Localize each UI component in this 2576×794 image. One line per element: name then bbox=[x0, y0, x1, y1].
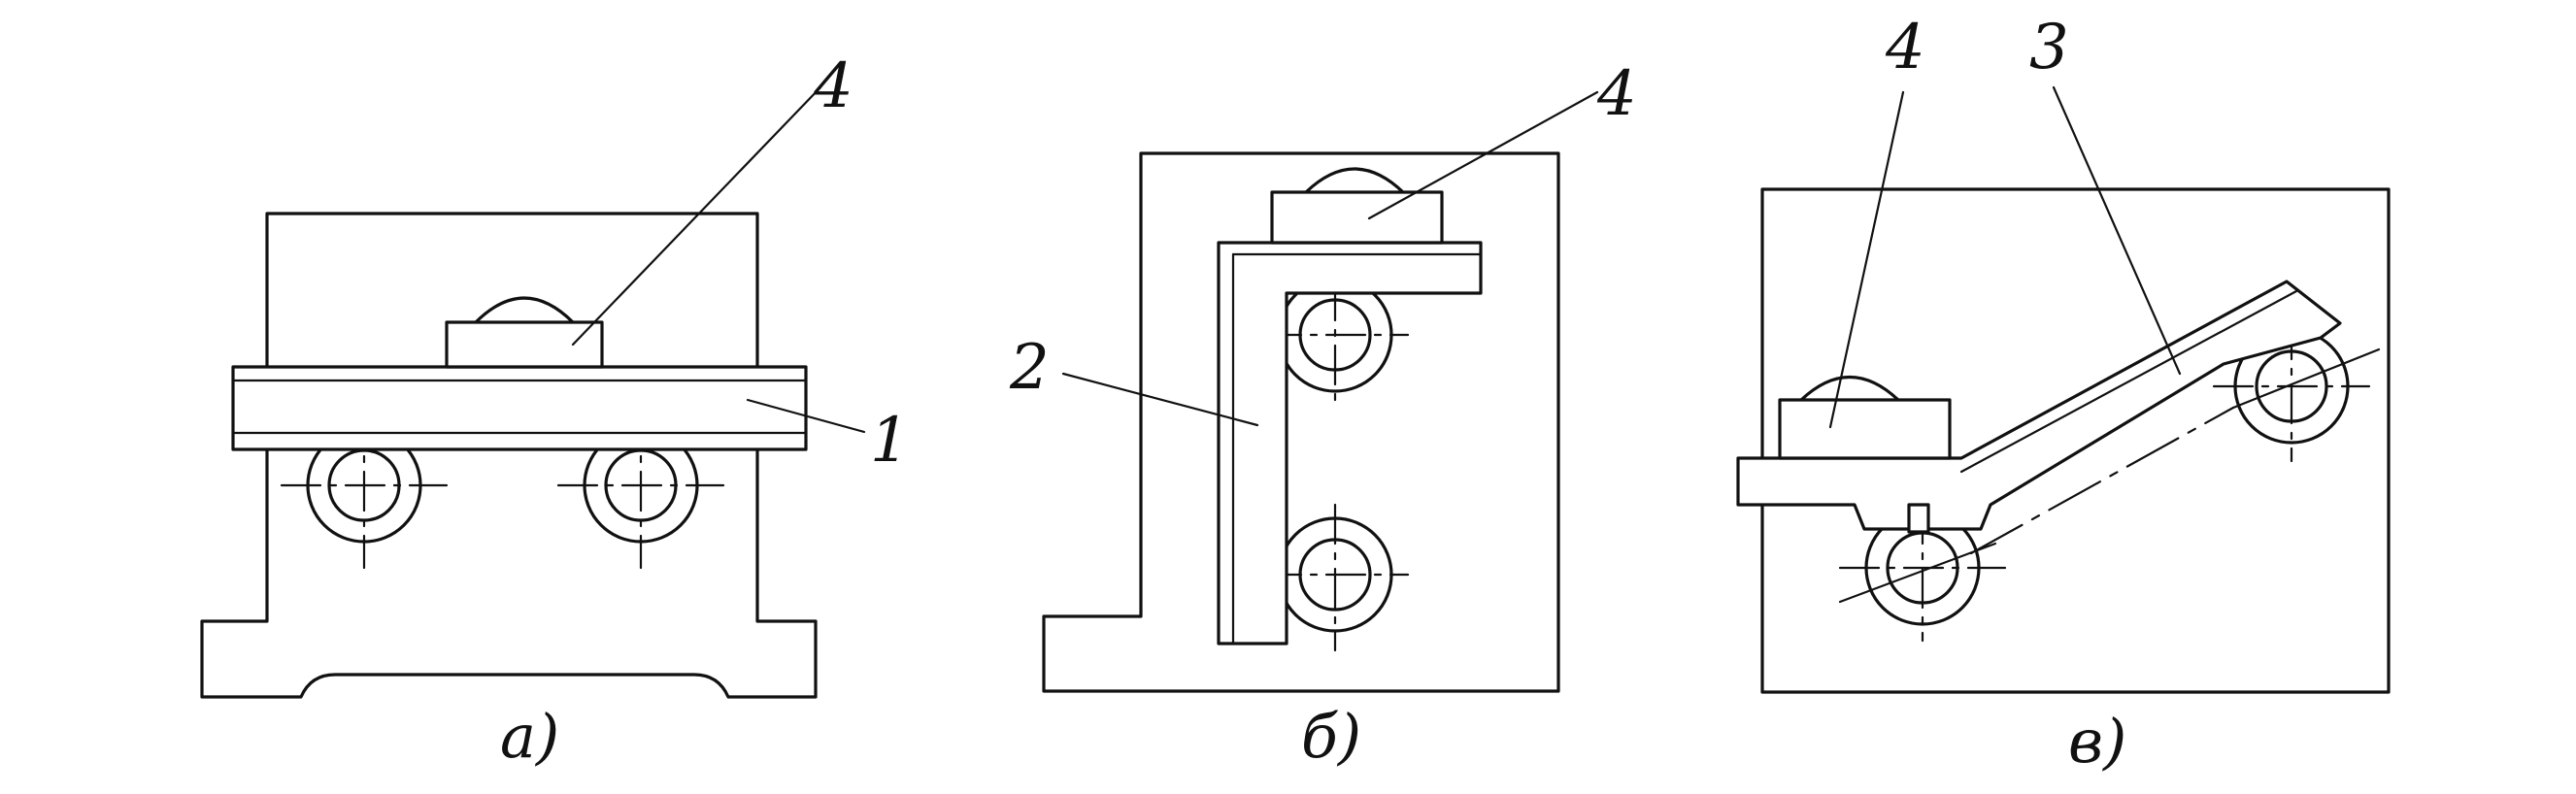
fig-b-workpiece bbox=[1270, 190, 1444, 245]
fig-a-label-1: 1 bbox=[870, 405, 910, 477]
fig-b-leader-2 bbox=[1061, 372, 1259, 427]
fig-a-leader-4 bbox=[571, 85, 822, 347]
fig-a-caption: а) bbox=[500, 701, 559, 772]
fig-b-leader-4 bbox=[1367, 90, 1599, 220]
fig-b-base-body bbox=[1042, 151, 1560, 693]
fig-a-leader-1 bbox=[746, 398, 866, 434]
fig-b-bracket bbox=[1217, 241, 1483, 645]
fig-b-label-4: 4 bbox=[1596, 58, 1637, 130]
fig-c-leader-3 bbox=[2052, 85, 2182, 376]
fig-b-caption: б) bbox=[1301, 701, 1361, 772]
fig-c-lever-slot bbox=[1907, 503, 1930, 534]
fig-b-workpiece-dome bbox=[1304, 167, 1405, 194]
fig-a-label-4: 4 bbox=[813, 50, 853, 122]
figure-a: 4 1 а) bbox=[200, 50, 910, 772]
fig-a-workpiece bbox=[445, 320, 604, 369]
fig-c-lever bbox=[1736, 280, 2342, 531]
fig-c-workpiece bbox=[1778, 398, 1952, 460]
fig-c-leader-4 bbox=[1828, 90, 1905, 429]
fig-c-caption: в) bbox=[2068, 706, 2126, 777]
figure-b: 4 2 б) bbox=[1009, 58, 1637, 772]
fig-a-plate bbox=[231, 365, 808, 451]
fig-c-label-4: 4 bbox=[1885, 12, 1925, 83]
figure-c: 4 3 в) bbox=[1736, 12, 2391, 777]
fig-c-label-3: 3 bbox=[2029, 12, 2069, 83]
fig-c-base-body bbox=[1760, 187, 2391, 694]
fig-b-label-2: 2 bbox=[1009, 332, 1050, 404]
fig-a-base-body bbox=[200, 212, 818, 699]
fig-a-workpiece-dome bbox=[474, 296, 575, 324]
fig-c-workpiece-dome bbox=[1799, 375, 1900, 402]
